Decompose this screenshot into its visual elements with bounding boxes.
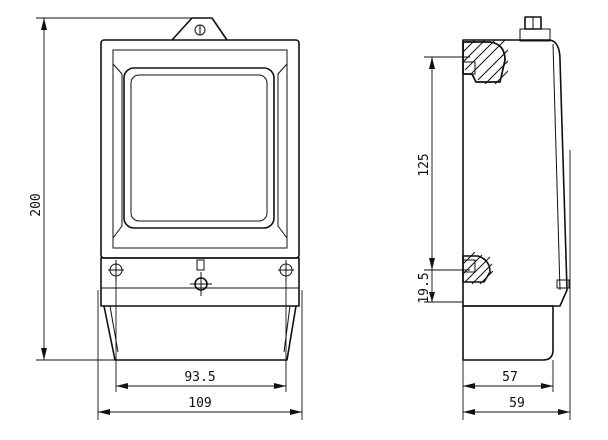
side-view — [462, 16, 570, 361]
front-dimensions — [36, 17, 303, 420]
dim-label-57: 57 — [502, 370, 518, 385]
front-view — [100, 17, 300, 361]
dim-label-59: 59 — [509, 396, 525, 411]
dim-label-200: 200 — [29, 193, 44, 216]
dim-label-109: 109 — [188, 396, 211, 411]
dim-label-125: 125 — [417, 153, 432, 176]
dim-label-19-5: 19.5 — [417, 272, 432, 303]
side-dimensions — [424, 56, 571, 420]
dim-label-93-5: 93.5 — [184, 370, 215, 385]
